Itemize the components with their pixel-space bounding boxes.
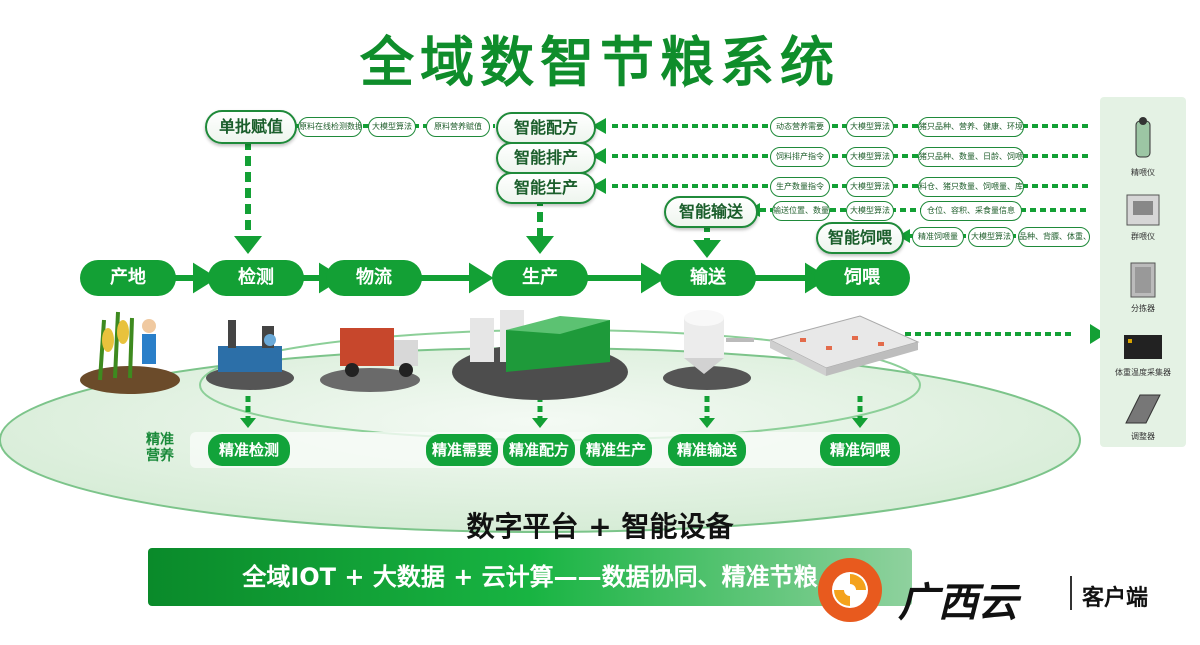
pig-info-label-2: 猪只品种、数量、日龄、饲喂量、库存量 (918, 147, 1024, 167)
precise-feeding-qty-label: 精准饲喂量 (912, 227, 964, 247)
logo-name: 广西云 (898, 579, 1018, 626)
logo-client-label: 客户端 (1082, 586, 1149, 611)
device-group-feeder: 群喂仪 (1100, 189, 1186, 242)
smart-schedule-pill[interactable]: 智能排产 (496, 142, 596, 174)
side-label-line-1: 精准 (146, 432, 174, 448)
page-title: 全域数智节粮系统 (360, 31, 840, 94)
transport-pos-label: 输送位置、数量 (772, 201, 830, 221)
stage-origin[interactable]: 产地 (80, 260, 176, 296)
smart-transport-pill[interactable]: 智能输送 (664, 196, 758, 228)
device-sorter: 分拣器 (1100, 257, 1186, 314)
big-model-label-4: 大模型算法 (846, 177, 894, 197)
smart-production-pill[interactable]: 智能生产 (496, 172, 596, 204)
smart-feeding-pill[interactable]: 智能饲喂 (816, 222, 904, 254)
scene-lab (206, 320, 294, 390)
logo-emblem-icon (818, 558, 882, 622)
raw-nutrition-label: 原料营养赋值 (426, 117, 490, 137)
scene-factory (452, 310, 628, 400)
logo-divider (1070, 576, 1072, 610)
device-weight-collector: 体重温度采集器 (1100, 325, 1186, 378)
scene-farm (80, 311, 180, 394)
smart-formula-pill[interactable]: 智能配方 (496, 112, 596, 144)
device-label-1: 精喂仪 (1131, 168, 1155, 177)
stage-production[interactable]: 生产 (492, 260, 588, 296)
feed-info-label: 料仓、猪只数量、饲喂量、库存量 (918, 177, 1024, 197)
down-heads (234, 236, 721, 258)
pig-weight-label: 品种、背膘、体重、体长 (1018, 227, 1090, 247)
device-label-4: 体重温度采集器 (1115, 368, 1171, 377)
precise-feeding-button[interactable]: 精准饲喂 (820, 434, 900, 466)
stage-testing[interactable]: 检测 (208, 260, 304, 296)
collector-icon (1124, 335, 1162, 359)
precise-test-button[interactable]: 精准检测 (208, 434, 290, 466)
device-column: 精喂仪 群喂仪 分拣器 体重温度采集器 调整器 (1100, 97, 1186, 447)
scene-truck (320, 328, 420, 392)
pig-info-label-1: 猪只品种、营养、健康、环境信息… (918, 117, 1024, 137)
scene-barn (768, 315, 920, 376)
device-adjuster: 调整器 (1100, 389, 1186, 442)
device-label-3: 分拣器 (1131, 304, 1155, 313)
dyn-nutrition-label: 动态营养需要 (770, 117, 830, 137)
platform-banner: 数字平台 + 智能设备 (466, 510, 734, 543)
feeder-icon (1135, 117, 1151, 158)
single-batch-pill[interactable]: 单批赋值 (205, 110, 297, 144)
silo-info-label: 仓位、容积、采食量信息 (920, 201, 1022, 221)
group-feeder-icon (1126, 194, 1160, 226)
adjuster-icon (1125, 394, 1161, 424)
scene-silo (663, 310, 754, 390)
precise-need-button[interactable]: 精准需要 (426, 434, 498, 466)
device-feeder: 精喂仪 (1100, 117, 1186, 178)
precise-transport-button[interactable]: 精准输送 (668, 434, 746, 466)
raw-online-test-label: 原料在线检测数据 (298, 117, 362, 137)
precise-formula-button[interactable]: 精准配方 (503, 434, 575, 466)
stage-transport[interactable]: 输送 (660, 260, 756, 296)
device-label-5: 调整器 (1131, 432, 1155, 441)
device-label-2: 群喂仪 (1131, 232, 1155, 241)
big-model-label-1: 大模型算法 (368, 117, 416, 137)
stage-logistics[interactable]: 物流 (326, 260, 422, 296)
tech-banner: 全域IOT + 大数据 + 云计算——数据协同、精准节粮 (148, 548, 912, 606)
big-model-label-6: 大模型算法 (968, 227, 1014, 247)
side-label-line-2: 营养 (146, 448, 174, 464)
stage-feeding[interactable]: 饲喂 (814, 260, 910, 296)
prod-qty-label: 生产数量指令 (770, 177, 830, 197)
precise-production-button[interactable]: 精准生产 (580, 434, 652, 466)
sorter-icon (1130, 262, 1156, 298)
big-model-label-3: 大模型算法 (846, 147, 894, 167)
logo (812, 552, 888, 632)
big-model-label-2: 大模型算法 (846, 117, 894, 137)
big-model-label-5: 大模型算法 (846, 201, 894, 221)
feed-schedule-label: 饲料排产指令 (770, 147, 830, 167)
precision-nutrition-label: 精准 营养 (140, 432, 180, 464)
